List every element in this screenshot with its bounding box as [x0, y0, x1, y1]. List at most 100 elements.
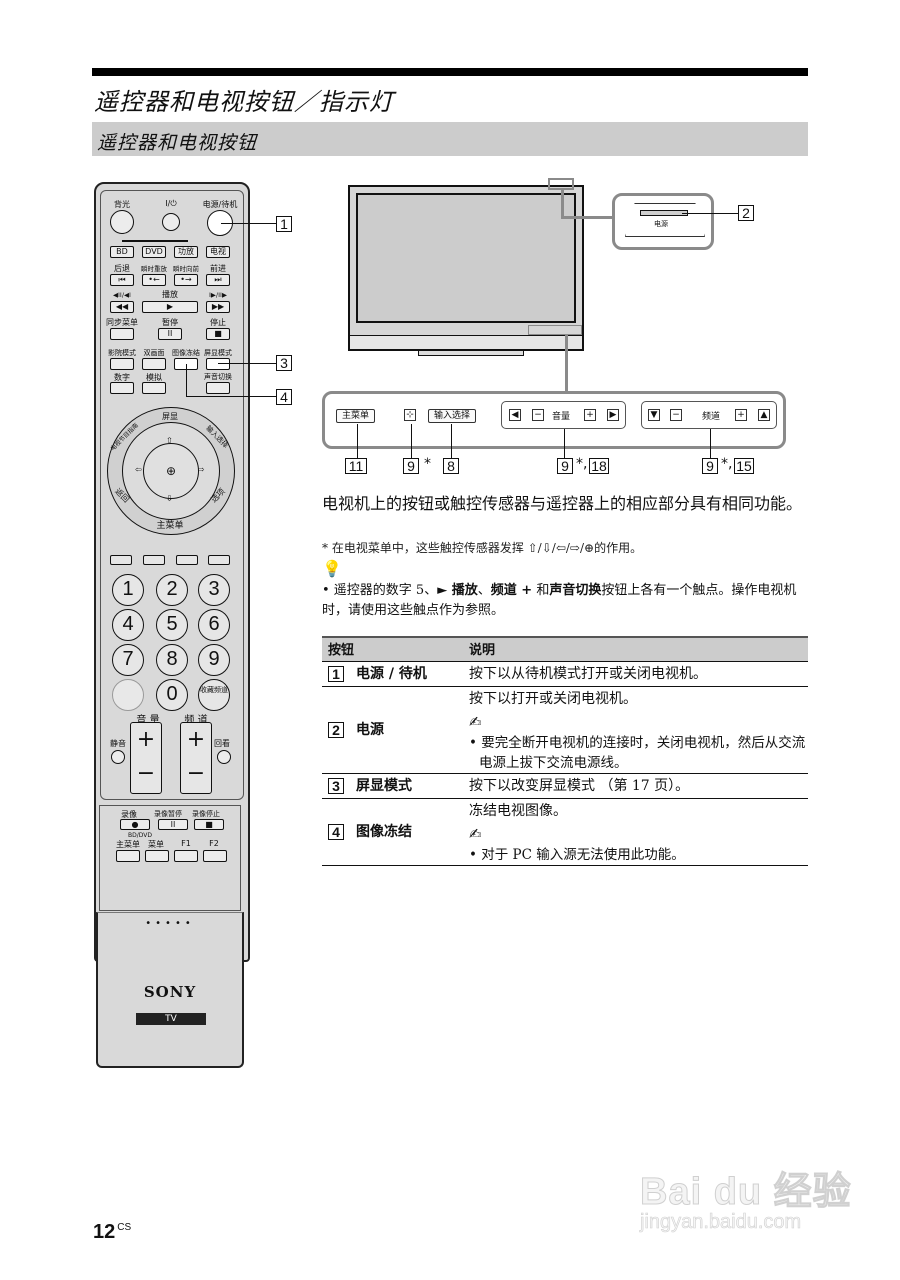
- channel-rocker[interactable]: + −: [180, 722, 212, 794]
- tv-input-button[interactable]: 输入选择: [428, 409, 477, 423]
- rewind-button[interactable]: ◀◀: [110, 301, 134, 313]
- f2-button[interactable]: [203, 850, 227, 862]
- analog-button[interactable]: [142, 382, 166, 394]
- input-power-button[interactable]: [162, 213, 180, 231]
- freeze-label: 图像冻结: [172, 349, 200, 357]
- source-tv-button[interactable]: 电视: [206, 246, 230, 258]
- prev-button[interactable]: ⏮: [110, 274, 134, 286]
- f2-label: F2: [209, 839, 219, 848]
- tv-ch-down-icon[interactable]: ▼: [648, 409, 660, 421]
- volume-minus[interactable]: −: [136, 761, 156, 786]
- num-8-button[interactable]: 8: [156, 644, 188, 676]
- prev-label: 后退: [114, 264, 130, 273]
- play-button[interactable]: ▶: [142, 301, 198, 313]
- tv-vol-right-icon[interactable]: ▶: [607, 409, 619, 421]
- num-1-button[interactable]: 1: [112, 574, 144, 606]
- tv-screen: [356, 193, 576, 323]
- source-dvd-button[interactable]: DVD: [142, 246, 166, 258]
- twin-picture-button[interactable]: [142, 358, 166, 370]
- analog-label: 模拟: [146, 373, 162, 382]
- rec-pause-button[interactable]: II: [158, 819, 188, 830]
- num-9-button[interactable]: 9: [198, 644, 230, 676]
- enter-button[interactable]: ⊕: [143, 443, 199, 499]
- mute-button[interactable]: [111, 750, 125, 764]
- next-button[interactable]: ⏭: [206, 274, 230, 286]
- asterisk-9a: *: [424, 456, 431, 472]
- table-header: 按钮 说明: [322, 636, 808, 661]
- forward-button[interactable]: ▶▶: [206, 301, 230, 313]
- input-power-label: I/⏻: [165, 199, 177, 208]
- num-2-button[interactable]: 2: [156, 574, 188, 606]
- panel-connector: [565, 335, 568, 393]
- tv-vol-plus-button[interactable]: +: [584, 409, 596, 421]
- num-0-button[interactable]: 0: [156, 679, 188, 711]
- tv-ch-up-icon[interactable]: ▲: [758, 409, 770, 421]
- section-bar: [92, 122, 808, 156]
- tv-ch-minus-button[interactable]: −: [670, 409, 682, 421]
- header-button: 按钮: [328, 643, 355, 658]
- tv-channel-label: 频道: [702, 412, 721, 422]
- power-connector-v: [561, 190, 564, 218]
- rec-button[interactable]: ●: [120, 819, 150, 830]
- backlight-button[interactable]: [110, 210, 134, 234]
- row-number: 2: [328, 722, 344, 738]
- cover-dots: •••••: [145, 918, 195, 929]
- theatre-mode-button[interactable]: [110, 358, 134, 370]
- yellow-button[interactable]: [176, 555, 198, 565]
- volume-label: 音 量: [136, 715, 160, 726]
- sync-menu-button[interactable]: [110, 328, 134, 340]
- num-7-button[interactable]: 7: [112, 644, 144, 676]
- row-description: 按下以改变屏显模式 （第 17 页）。: [469, 778, 690, 794]
- tv-vol-minus-button[interactable]: −: [532, 409, 544, 421]
- volume-plus[interactable]: +: [136, 727, 156, 752]
- digital-button[interactable]: [110, 382, 134, 394]
- remote-slide-cover[interactable]: [96, 912, 244, 1068]
- red-button[interactable]: [110, 555, 132, 565]
- green-button[interactable]: [143, 555, 165, 565]
- callout-9c: 9: [702, 458, 718, 474]
- blank-button[interactable]: [112, 679, 144, 711]
- direction-pad[interactable]: [122, 422, 220, 520]
- page-title: 遥控器和电视按钮／指示灯: [94, 88, 394, 116]
- tv-ch-plus-button[interactable]: +: [735, 409, 747, 421]
- row-name: 图像冻结: [356, 824, 412, 840]
- tv-home-button[interactable]: 主菜单: [336, 409, 376, 423]
- num-5-button[interactable]: 5: [156, 609, 188, 641]
- display-button[interactable]: 屏显: [162, 412, 178, 421]
- left-arrow-icon: ⇦: [135, 465, 142, 474]
- tv-channel-group: [641, 401, 777, 429]
- volume-rocker[interactable]: + −: [130, 722, 162, 794]
- header-description: 说明: [469, 643, 496, 658]
- pause-button[interactable]: II: [158, 328, 182, 340]
- num-3-button[interactable]: 3: [198, 574, 230, 606]
- f1-label: F1: [181, 839, 191, 848]
- tv-power-button[interactable]: [640, 210, 688, 216]
- remote-lower-panel: [99, 805, 241, 911]
- source-amp-button[interactable]: 功放: [174, 246, 198, 258]
- rec-stop-button[interactable]: ■: [194, 819, 224, 830]
- bd-menu-button[interactable]: [145, 850, 169, 862]
- remote-upper-panel: [100, 190, 244, 800]
- replay-button[interactable]: •←: [142, 274, 166, 286]
- wide-mode-button[interactable]: [206, 358, 230, 370]
- source-bd-button[interactable]: BD: [110, 246, 134, 258]
- channel-minus[interactable]: −: [186, 761, 206, 786]
- num-4-button[interactable]: 4: [112, 609, 144, 641]
- advance-button[interactable]: •→: [174, 274, 198, 286]
- stop-button[interactable]: ■: [206, 328, 230, 340]
- tv-vol-left-icon[interactable]: ◀: [509, 409, 521, 421]
- tv-enter-button[interactable]: ⊹: [404, 409, 416, 421]
- bd-home-button[interactable]: [116, 850, 140, 862]
- tip-suffix: 按钮上各有一个触点。操作电视机时，请使用这些触点作为参照。: [322, 583, 797, 618]
- callout-11: 11: [345, 458, 367, 474]
- blue-button[interactable]: [208, 555, 230, 565]
- channel-plus[interactable]: +: [186, 727, 206, 752]
- audio-button[interactable]: [206, 382, 230, 394]
- f1-button[interactable]: [174, 850, 198, 862]
- row-number: 1: [328, 666, 344, 682]
- home-menu-button[interactable]: 主菜单: [156, 521, 184, 531]
- forward-label: I▶/II▶: [209, 291, 227, 299]
- jump-button[interactable]: [217, 750, 231, 764]
- favorites-button[interactable]: 收藏频道: [198, 679, 230, 711]
- num-6-button[interactable]: 6: [198, 609, 230, 641]
